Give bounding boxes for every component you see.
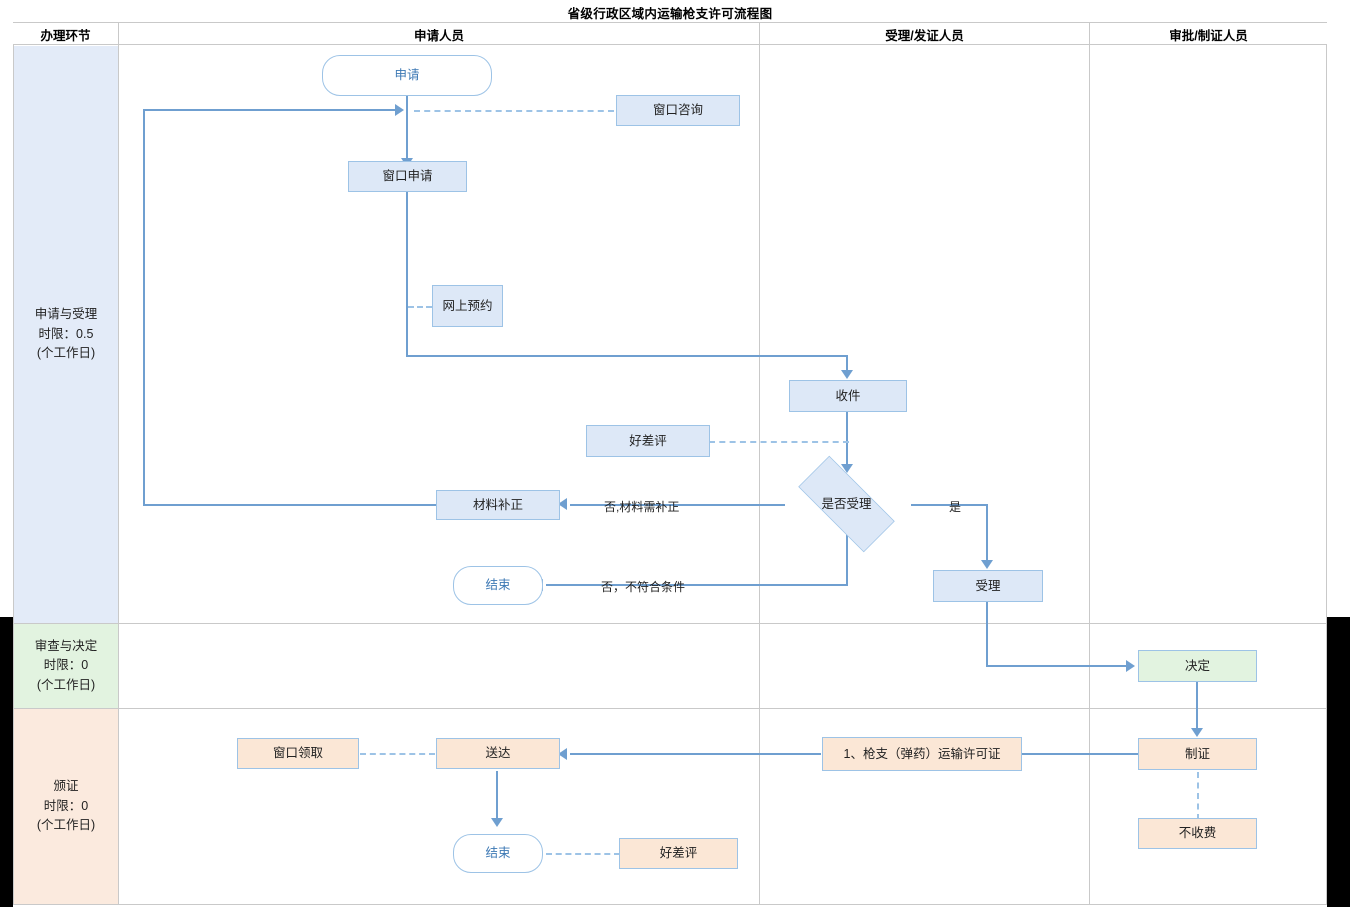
node-feedback-top[interactable]: 好差评 [586,425,710,457]
edge-label-not-qualified: 否，不符合条件 [601,580,686,594]
line-decision-yes [911,504,988,506]
column-divider-2 [759,45,760,905]
node-apply[interactable]: 申请 [322,55,492,96]
line-item-to-deliver [570,753,821,755]
line-to-receive-right [406,355,848,357]
node-deliver[interactable]: 送达 [436,738,560,769]
line-down-to-receive [846,355,848,375]
left-gutter [0,617,13,907]
arrow-to-material-fix [558,498,567,510]
stage-unit-1: (个工作日) [36,346,96,361]
stage-unit-3: (个工作日) [36,818,96,833]
dashed-consult-link [414,110,614,112]
arrow-to-accept [981,560,993,569]
stage-cell-application: 申请与受理 时限：0.5 (个工作日) [14,46,118,623]
line-left-to-junction [143,109,397,111]
stage-limit-2: 时限：0 [43,658,89,673]
column-header-row: 办理环节 申请人员 受理/发证人员 审批/制证人员 [13,23,1327,45]
line-decide-to-make-cert [1196,682,1198,732]
node-make-cert[interactable]: 制证 [1138,738,1257,770]
node-online-booking[interactable]: 网上预约 [432,285,503,327]
line-yes-down [986,504,988,566]
stage-unit-2: (个工作日) [36,677,96,692]
node-decide[interactable]: 决定 [1138,650,1257,682]
line-decision-to-end [546,584,848,586]
dashed-feedback-top-link [709,441,849,443]
line-decision-down [846,533,848,585]
node-no-fee[interactable]: 不收费 [1138,818,1257,849]
node-end-bottom[interactable]: 结束 [453,834,543,873]
node-window-apply[interactable]: 窗口申请 [348,161,467,192]
stage-limit-3: 时限：0 [43,798,89,813]
stage-name-3: 颁证 [53,779,79,794]
stage-limit-1: 时限：0.5 [38,326,94,341]
column-divider-1 [118,45,119,905]
dashed-feedback-bottom-link [546,853,620,855]
line-apply-to-window-apply [406,95,408,160]
arrow-into-apply-junction [395,104,404,116]
arrow-to-deliver [558,748,567,760]
page-title: 省级行政区域内运输枪支许可流程图 [13,2,1327,23]
row-divider-1 [13,623,1327,624]
column-header-stage: 办理环节 [40,28,91,43]
line-window-apply-down [406,192,408,356]
column-header-acceptor: 受理/发证人员 [885,28,964,43]
dashed-window-pickup-link [360,753,435,755]
stage-name-1: 申请与受理 [34,307,98,322]
header-sep-3 [1089,23,1090,45]
arrow-to-make-cert [1191,728,1203,737]
edge-label-material-fix: 否,材料需补正 [604,500,680,514]
arrow-to-decision [841,464,853,473]
node-cert-item[interactable]: 1、枪支（弹药）运输许可证 [822,737,1022,771]
row-divider-2 [13,708,1327,709]
node-decision-accept[interactable]: 是否受理 [781,455,912,553]
column-header-applicant: 申请人员 [413,28,464,43]
arrow-to-decide [1126,660,1135,672]
decision-label: 是否受理 [821,496,872,511]
stage-cell-review: 审查与决定 时限：0 (个工作日) [14,624,118,708]
node-material-fix[interactable]: 材料补正 [436,490,560,520]
line-accept-to-decide [986,665,1128,667]
line-make-cert-to-item [1022,753,1138,755]
arrow-to-receive [841,370,853,379]
node-window-pickup[interactable]: 窗口领取 [237,738,359,769]
node-window-consult[interactable]: 窗口咨询 [616,95,740,126]
line-left-riser [143,109,145,506]
line-deliver-to-end [496,771,498,821]
right-gutter [1327,617,1350,907]
arrow-to-end-bottom [491,818,503,827]
line-accept-down [986,602,988,666]
node-feedback-bottom[interactable]: 好差评 [619,838,738,869]
column-header-approver: 审批/制证人员 [1169,28,1248,43]
column-divider-3 [1089,45,1090,905]
header-sep-2 [759,23,760,45]
line-receive-to-decision [846,412,848,468]
dashed-online-booking-link [408,306,432,308]
edge-label-yes: 是 [949,500,962,514]
line-decision-to-fix [570,504,785,506]
dashed-no-fee-link [1197,772,1199,820]
node-accept[interactable]: 受理 [933,570,1043,602]
line-fix-to-left [143,504,438,506]
stage-name-2: 审查与决定 [34,638,98,653]
node-receive[interactable]: 收件 [789,380,907,412]
header-sep-1 [118,23,119,45]
node-end-top[interactable]: 结束 [453,566,543,605]
stage-cell-certification: 颁证 时限：0 (个工作日) [14,709,118,904]
